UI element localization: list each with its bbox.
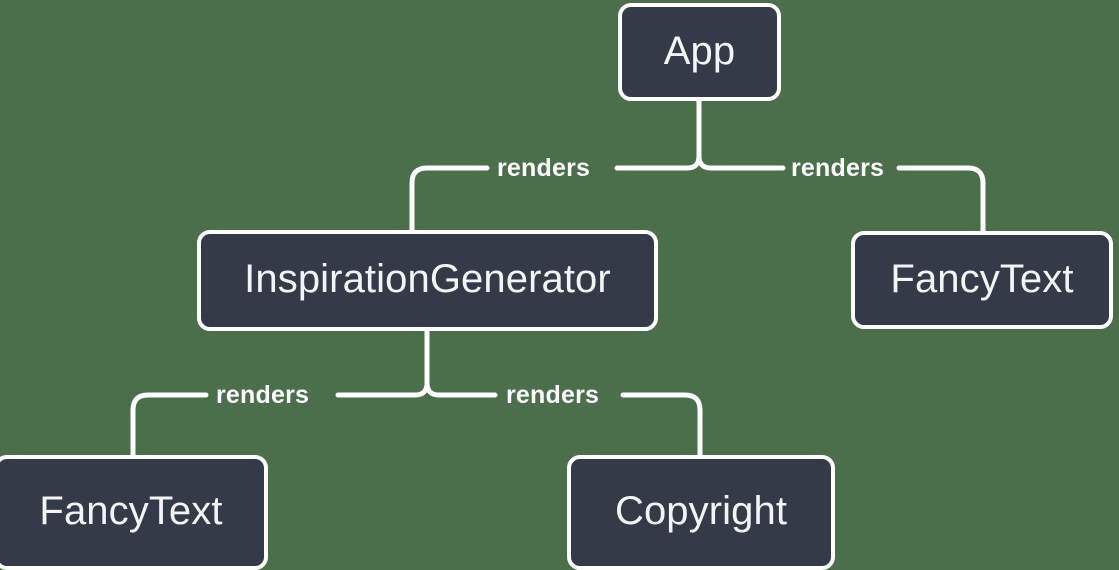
edge-junction2-left	[335, 380, 430, 398]
node-copyright-label: Copyright	[614, 489, 788, 533]
edge-junction-right	[696, 153, 786, 171]
node-fancytext-right-label: FancyText	[890, 256, 1074, 301]
edge-app-inspiration	[409, 165, 490, 233]
node-copyright[interactable]: Copyright	[567, 455, 835, 570]
edge-label-app-inspiration: renders	[497, 154, 591, 182]
node-app-label: App	[663, 28, 736, 73]
node-fancytext-bottom[interactable]: FancyText	[0, 455, 268, 570]
node-fancytext-bottom-label: FancyText	[39, 489, 223, 533]
edge-junction-left	[614, 153, 702, 171]
edge-junction2-right	[424, 380, 498, 398]
node-app[interactable]: App	[618, 3, 781, 101]
edge-label-inspiration-fancytext: renders	[216, 381, 310, 409]
node-inspiration-generator[interactable]: InspirationGenerator	[197, 230, 658, 331]
edge-label-inspiration-copyright: renders	[506, 381, 600, 409]
edge-inspiration-copyright	[620, 392, 703, 459]
node-fancytext-right[interactable]: FancyText	[851, 231, 1113, 329]
node-inspiration-generator-label: InspirationGenerator	[244, 257, 611, 301]
edge-label-app-fancytext: renders	[791, 154, 885, 182]
edge-inspiration-fancytext	[130, 392, 209, 459]
edge-app-fancytext	[896, 165, 986, 234]
